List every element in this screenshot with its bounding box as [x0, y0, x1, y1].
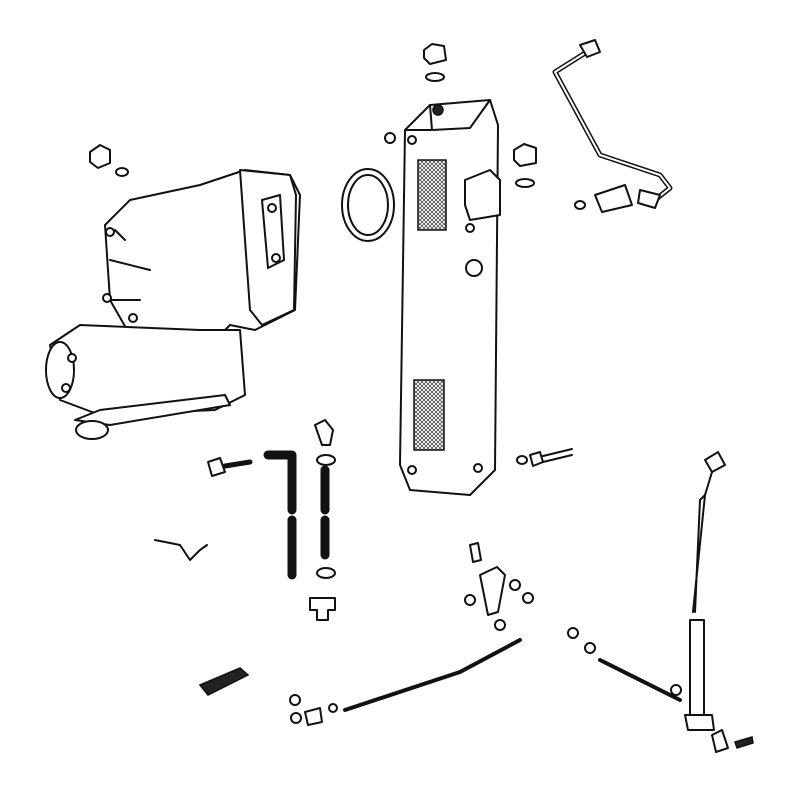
control-lever [684, 451, 754, 753]
banjo-fitting [574, 184, 633, 213]
linkage-rod [289, 542, 534, 726]
hose-elbow [263, 419, 334, 580]
tee-fitting [309, 597, 336, 621]
plug-screw [89, 144, 129, 177]
wire-clip [154, 539, 208, 561]
throttle-rod [567, 627, 682, 702]
manifold-block [399, 99, 501, 496]
bolt [207, 448, 573, 477]
gasket-ring [341, 132, 396, 242]
hose-clamp [316, 454, 336, 579]
governor-housing [45, 169, 301, 440]
handle [198, 667, 250, 696]
fuel-pipe [552, 39, 673, 209]
plug-screw [423, 43, 537, 188]
